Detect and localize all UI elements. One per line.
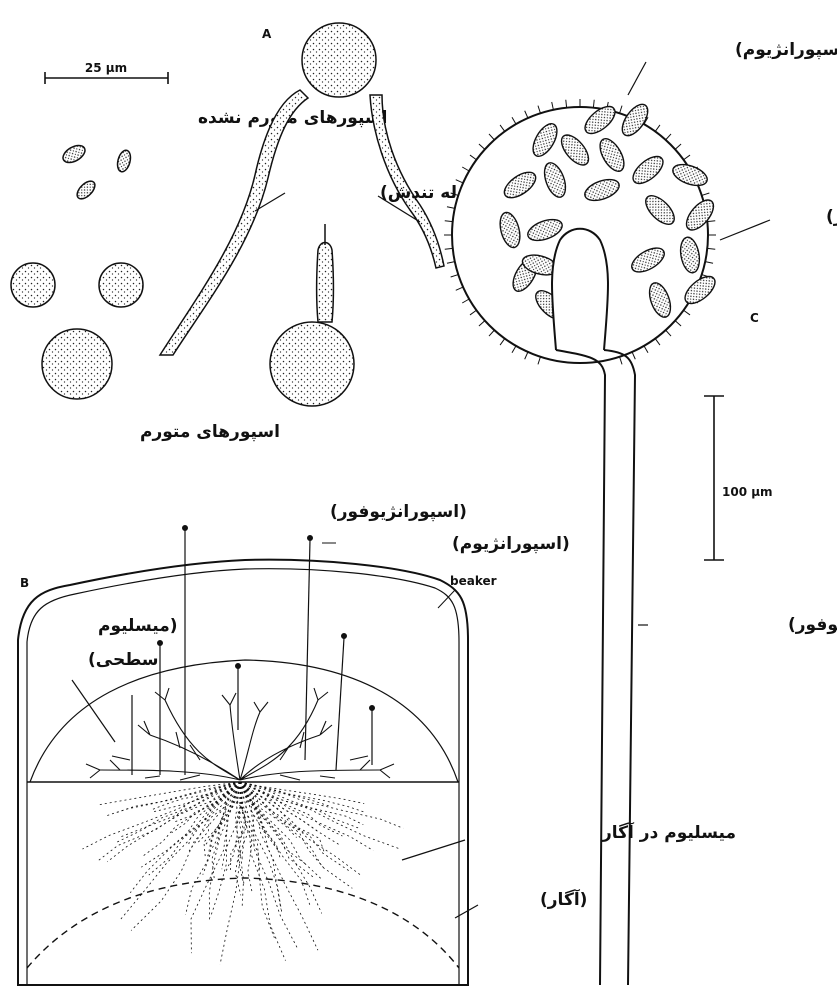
surface-mycelium-leader xyxy=(72,680,115,742)
bristle xyxy=(462,299,469,303)
bristle xyxy=(675,321,681,326)
bristle xyxy=(445,221,453,222)
bristle xyxy=(479,321,485,326)
scale-label-100um: 100 µm xyxy=(722,485,773,499)
bristle xyxy=(512,346,516,353)
mycelium-in-agar xyxy=(83,782,404,964)
agar-hypha xyxy=(117,782,240,813)
bristle xyxy=(552,102,554,110)
label-spore: (اسپور) xyxy=(826,207,837,227)
agar-hypha xyxy=(240,782,286,961)
agar-hypha xyxy=(121,782,240,919)
bristle xyxy=(447,207,455,209)
bristle xyxy=(447,262,455,264)
bristle xyxy=(470,155,476,160)
bristle xyxy=(451,275,459,277)
agar-hypha xyxy=(240,782,360,829)
panel-b-letter: B xyxy=(20,576,29,590)
bristle xyxy=(707,248,715,249)
swollen-spores xyxy=(11,263,143,399)
bristle xyxy=(593,100,594,108)
sporangium-c-leader xyxy=(628,62,646,95)
agar-hypha xyxy=(116,782,240,842)
bristle xyxy=(538,357,540,365)
agar-hypha xyxy=(240,782,274,938)
bristle xyxy=(512,117,516,124)
label-surface-mycelium-1: (میسلیوم xyxy=(98,616,178,636)
bristle xyxy=(566,100,567,108)
agar-hypha xyxy=(240,782,403,828)
bristle xyxy=(462,167,469,171)
spore-leader xyxy=(720,220,770,240)
panel-c: (اسپورانژیوم) C (اسپور) 100 µm (اسپورانژ… xyxy=(444,40,837,985)
unswollen-spores xyxy=(60,142,133,202)
agar-hypha xyxy=(240,782,361,876)
label-sporangium-b: (اسپورانژیوم) xyxy=(452,534,570,554)
agar-hypha xyxy=(188,782,240,845)
label-surface-mycelium-2: سطحی) xyxy=(88,650,159,670)
bristle xyxy=(500,125,505,131)
agar-bottom-dashed xyxy=(27,878,459,968)
label-beaker: beaker xyxy=(450,574,497,588)
bristle xyxy=(707,221,715,222)
label-sporangiophore-b: (اسپورانژیوفور) xyxy=(330,502,467,522)
beaker xyxy=(18,560,468,985)
agar-hypha xyxy=(240,782,339,844)
agar-hypha xyxy=(97,782,240,862)
label-agar: (آگار) xyxy=(540,888,587,910)
agar-hypha xyxy=(240,782,329,806)
agar-hypha xyxy=(240,782,363,825)
bristle xyxy=(620,357,622,365)
agar-hypha xyxy=(203,782,240,875)
agar-hypha xyxy=(240,782,364,804)
bristle xyxy=(620,106,622,114)
bristle xyxy=(655,339,660,345)
mycelium-in-agar-leader xyxy=(402,840,465,860)
label-swollen-spores: اسپورهای متورم xyxy=(140,422,280,442)
spore-with-germ-tube xyxy=(270,224,354,406)
agar-hypha xyxy=(189,782,240,851)
bristle xyxy=(525,111,528,118)
bristle xyxy=(479,144,485,149)
scale-bar-100um xyxy=(704,396,724,560)
bristle xyxy=(675,144,681,149)
agar-hypha xyxy=(174,782,241,822)
panel-a: A 25 µm اسپورهای متورم نشده اسپورهای متو… xyxy=(11,23,482,442)
bristle xyxy=(632,352,635,359)
sporangium-c xyxy=(444,99,720,364)
bristle xyxy=(644,346,648,353)
bristle xyxy=(538,106,540,114)
agar-hypha xyxy=(150,782,240,810)
bristle xyxy=(684,310,690,315)
agar-hypha xyxy=(240,782,373,851)
agar-hypha xyxy=(240,782,366,813)
bristle xyxy=(500,339,505,345)
beaker-leader xyxy=(438,590,455,608)
panel-c-letter: C xyxy=(750,311,759,325)
agar-hypha xyxy=(143,782,240,856)
label-sporangiophore-c: (اسپورانژیوفور) xyxy=(788,615,837,635)
label-sporangium-c: (اسپورانژیوم) xyxy=(735,40,837,60)
bristle xyxy=(684,155,690,160)
bristle xyxy=(525,352,528,359)
bristle xyxy=(489,134,494,140)
agar-hypha xyxy=(240,782,313,877)
bristle xyxy=(702,193,710,195)
label-mycelium-in-agar: میسلیوم در آگار xyxy=(601,821,736,843)
panel-a-letter: A xyxy=(262,27,272,41)
bristle xyxy=(705,262,713,264)
columella xyxy=(552,229,608,350)
bristle xyxy=(456,287,463,290)
agar-hypha xyxy=(220,782,241,964)
bristle xyxy=(445,248,453,249)
bristle xyxy=(666,330,671,336)
bristle xyxy=(489,330,494,336)
agar-hypha xyxy=(240,782,324,868)
scale-label-25um: 25 µm xyxy=(85,61,127,75)
bristle xyxy=(655,125,660,131)
bristle xyxy=(470,310,476,315)
agar-hypha xyxy=(98,782,240,805)
bristle xyxy=(666,134,671,140)
